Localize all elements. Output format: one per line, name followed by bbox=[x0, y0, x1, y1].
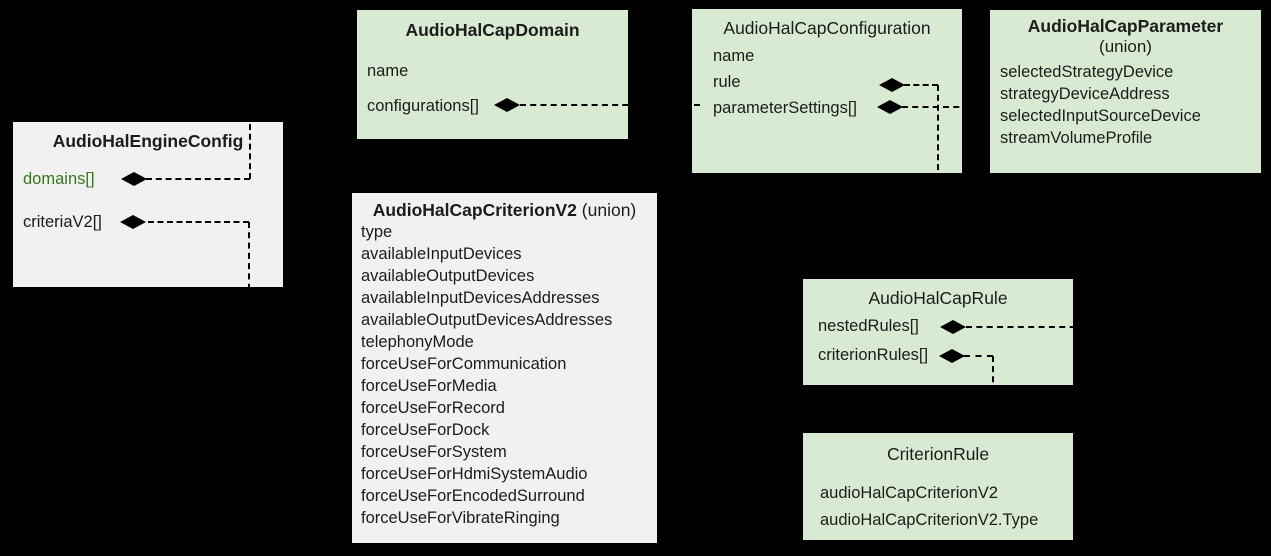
connector-domains-h2 bbox=[250, 74, 357, 76]
connector-criterionrules-h bbox=[964, 355, 993, 357]
field-selectedinputsourcedevice: selectedInputSourceDevice bbox=[1000, 107, 1201, 125]
composition-diamond-icon-criterionrules bbox=[939, 349, 965, 363]
composition-diamond-icon-domains bbox=[121, 172, 147, 186]
field-availableinputdevicesaddresses: availableInputDevicesAddresses bbox=[361, 289, 600, 307]
field-parametersettings: parameterSettings[] bbox=[713, 99, 857, 117]
field-availableoutputdevices: availableOutputDevices bbox=[361, 267, 535, 285]
class-title: AudioHalCapParameter bbox=[1027, 16, 1224, 36]
class-title-suffix: (union) bbox=[576, 200, 637, 220]
connector-criteriav2-v bbox=[248, 222, 250, 300]
class-box-audiohalcapconfiguration: AudioHalCapConfiguration name rule paramet… bbox=[692, 9, 962, 173]
class-box-audiohalcaprule: AudioHalCapRule nestedRules[] criterionRu… bbox=[803, 279, 1073, 385]
class-title: AudioHalCapConfiguration bbox=[723, 18, 931, 38]
composition-diamond-icon-criteriav2 bbox=[120, 215, 146, 229]
field-forceuseforencodedsurround: forceUseForEncodedSurround bbox=[361, 487, 585, 505]
class-fields: domains[] criteriaV2[] bbox=[13, 168, 283, 233]
field-forceuseformedia: forceUseForMedia bbox=[361, 377, 497, 395]
field-streamvolumeprofile: streamVolumeProfile bbox=[1000, 129, 1153, 147]
field-forceuseforhdmisystemaudio: forceUseForHdmiSystemAudio bbox=[361, 465, 588, 483]
composition-diamond-icon-parametersettings bbox=[877, 100, 903, 114]
connector-rule-h bbox=[904, 84, 938, 86]
field-forceuseforrecord: forceUseForRecord bbox=[361, 399, 505, 417]
field-audiohalcapcriterionv2: audioHalCapCriterionV2 bbox=[820, 484, 998, 502]
composition-diamond-icon-nestedrules bbox=[940, 320, 966, 334]
composition-diamond-icon-configurations bbox=[494, 98, 520, 112]
field-forceuseforvibrateringing: forceUseForVibrateRinging bbox=[361, 509, 560, 527]
connector-criterionrules-v bbox=[992, 356, 994, 433]
class-title: AudioHalCapCriterionV2 (union) bbox=[352, 200, 657, 221]
class-box-audiohalengineconfig: AudioHalEngineConfig domains[] criteriaV2… bbox=[13, 122, 283, 287]
field-name: name bbox=[367, 62, 409, 80]
class-fields: selectedStrategyDevice strategyDeviceAddr… bbox=[990, 61, 1261, 149]
connector-nestedrules-h bbox=[966, 326, 1086, 328]
connector-parametersettings-h bbox=[902, 106, 990, 108]
field-name: name bbox=[713, 47, 755, 65]
field-criterionrules: criterionRules[] bbox=[818, 346, 929, 364]
connector-rule-v bbox=[937, 85, 939, 279]
field-nestedrules: nestedRules[] bbox=[818, 317, 919, 335]
field-criteriav2: criteriaV2[] bbox=[23, 213, 102, 231]
connector-criteriav2-h bbox=[148, 221, 249, 223]
class-title: AudioHalCapRule bbox=[868, 288, 1008, 308]
field-strategydeviceaddress: strategyDeviceAddress bbox=[1000, 85, 1170, 103]
class-subtitle: (union) bbox=[1099, 37, 1152, 56]
field-telephonymode: telephonyMode bbox=[361, 333, 474, 351]
field-configurations: configurations[] bbox=[367, 97, 479, 115]
class-box-audiohalcapcriterionv2: AudioHalCapCriterionV2 (union) type avail… bbox=[352, 193, 657, 543]
composition-diamond-icon-rule bbox=[879, 78, 905, 92]
class-box-audiohalcapparameter: AudioHalCapParameter (union) selectedStr… bbox=[990, 10, 1261, 173]
connector-criteriav2-h2 bbox=[248, 299, 352, 301]
field-type: type bbox=[361, 223, 393, 241]
field-rule: rule bbox=[713, 73, 741, 91]
field-forceuseforsystem: forceUseForSystem bbox=[361, 443, 507, 461]
connector-domains-h bbox=[146, 178, 250, 180]
class-fields: type availableInputDevices availableOutput… bbox=[352, 221, 657, 529]
connector-configurations-h bbox=[520, 104, 700, 106]
class-fields: audioHalCapCriterionV2 audioHalCapCriteri… bbox=[803, 482, 1073, 531]
field-forceuseforcommunication: forceUseForCommunication bbox=[361, 355, 567, 373]
field-audiohalcapcriterionv2-type: audioHalCapCriterionV2.Type bbox=[820, 511, 1039, 529]
class-title: AudioHalEngineConfig bbox=[52, 131, 244, 151]
class-title-name: AudioHalCapCriterionV2 bbox=[372, 200, 577, 220]
class-fields: name configurations[] bbox=[357, 60, 628, 117]
class-fields: nestedRules[] criterionRules[] bbox=[803, 315, 1073, 366]
class-fields: name rule parameterSettings[] bbox=[692, 45, 962, 119]
connector-domains-v bbox=[249, 75, 251, 179]
field-availableoutputdevicesaddresses: availableOutputDevicesAddresses bbox=[361, 311, 613, 329]
class-title: CriterionRule bbox=[886, 444, 990, 464]
field-forceusefordock: forceUseForDock bbox=[361, 421, 490, 439]
field-availableinputdevices: availableInputDevices bbox=[361, 245, 522, 263]
class-title: AudioHalCapDomain bbox=[405, 20, 580, 40]
field-selectedstrategydevice: selectedStrategyDevice bbox=[1000, 63, 1174, 81]
field-domains: domains[] bbox=[23, 170, 95, 188]
class-box-audiohalcapdomain: AudioHalCapDomain name configurations[] bbox=[357, 10, 628, 139]
